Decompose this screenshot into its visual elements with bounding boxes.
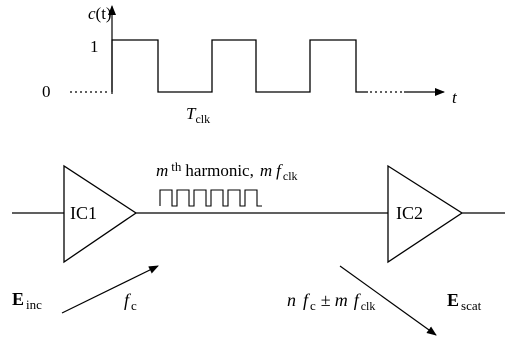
ic1-buffer: [63, 164, 138, 264]
harmonic-pulse-train: [159, 189, 262, 207]
scattered-arrow: [339, 265, 437, 336]
level-low-label: 0: [42, 82, 51, 101]
ic1-label: IC1: [70, 203, 97, 223]
square-wave: [111, 39, 368, 93]
ic2-buffer: [387, 164, 464, 264]
clock-signal-plot: c(t) 1 0 t Tclk: [42, 4, 458, 126]
level-high-label: 1: [90, 37, 99, 56]
ic2-label: IC2: [396, 203, 423, 223]
y-axis-label: c(t): [88, 4, 112, 23]
incident-arrow: [61, 265, 159, 314]
clock-period-label: Tclk: [186, 104, 210, 126]
time-axis-label: t: [452, 88, 458, 107]
